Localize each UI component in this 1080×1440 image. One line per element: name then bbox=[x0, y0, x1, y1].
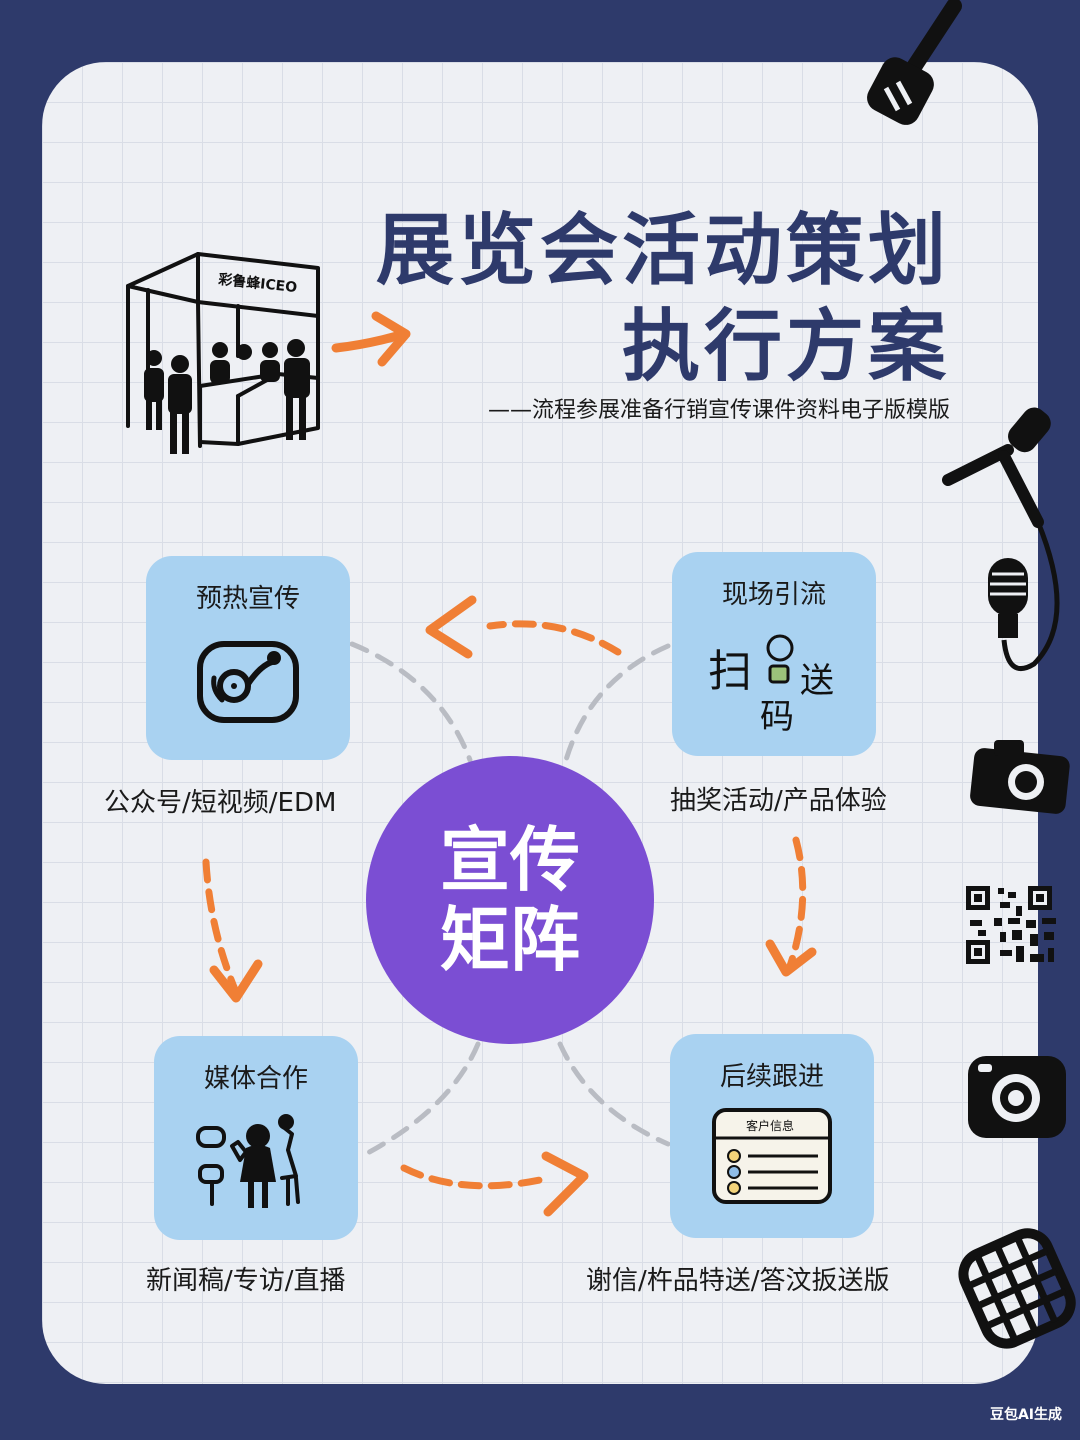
scan-code-doodle: 扫 码 送 bbox=[708, 634, 834, 737]
customer-form-icon: 客户信息 bbox=[712, 1108, 832, 1204]
grill-icon bbox=[958, 1228, 1076, 1349]
page-subtitle: ——流程参展准备行销宣传课件资料电子版模版 bbox=[487, 398, 950, 423]
card-onsite-caption: 抽奖活动/产品体验 bbox=[670, 786, 887, 816]
page-title-line1: 展览会活动策划 bbox=[375, 206, 950, 296]
microphone-icon bbox=[988, 558, 1028, 638]
card-media-caption: 新闻稿/专访/直播 bbox=[146, 1266, 346, 1296]
booth-illustration: 彩鲁蜂ICEO bbox=[126, 252, 320, 454]
card-onsite-label: 现场引流 bbox=[721, 580, 826, 610]
card-preheat-caption: 公众号/短视频/EDM bbox=[104, 788, 337, 818]
doodle-code-char: 码 bbox=[760, 697, 794, 737]
card-followup: 后续跟进 客户信息 bbox=[670, 1034, 874, 1238]
center-line2: 矩阵 bbox=[440, 899, 580, 981]
ai-watermark: 豆包AI生成 bbox=[989, 1407, 1062, 1423]
card-preheat: 预热宣传 bbox=[146, 556, 350, 760]
microphone-stand-icon bbox=[942, 407, 1060, 671]
camera-icon bbox=[970, 740, 1070, 814]
doodle-gift-char: 送 bbox=[800, 661, 834, 701]
card-preheat-label: 预热宣传 bbox=[195, 584, 300, 614]
doodle-scan-char: 扫 bbox=[708, 646, 752, 697]
instagram-camera-icon bbox=[968, 1056, 1066, 1138]
card-followup-caption: 谢信/杵品特送/答汶扳送版 bbox=[586, 1266, 890, 1296]
tv-icon bbox=[197, 641, 299, 723]
arrow-right-icon bbox=[331, 311, 411, 367]
card-media-label: 媒体合作 bbox=[203, 1064, 308, 1094]
card-onsite: 现场引流 扫 码 送 bbox=[672, 552, 876, 756]
card-followup-label: 后续跟进 bbox=[719, 1062, 824, 1092]
people-icon bbox=[196, 1114, 300, 1208]
customer-form-title: 客户信息 bbox=[746, 1118, 794, 1133]
spatula-icon bbox=[867, 0, 962, 125]
card-media: 媒体合作 bbox=[154, 1036, 358, 1240]
center-line1: 宣传 bbox=[440, 819, 580, 901]
qr-code-icon bbox=[966, 886, 1056, 964]
page-title-line2: 执行方案 bbox=[621, 302, 950, 392]
center-matrix-circle: 宣传 矩阵 bbox=[366, 756, 654, 1044]
